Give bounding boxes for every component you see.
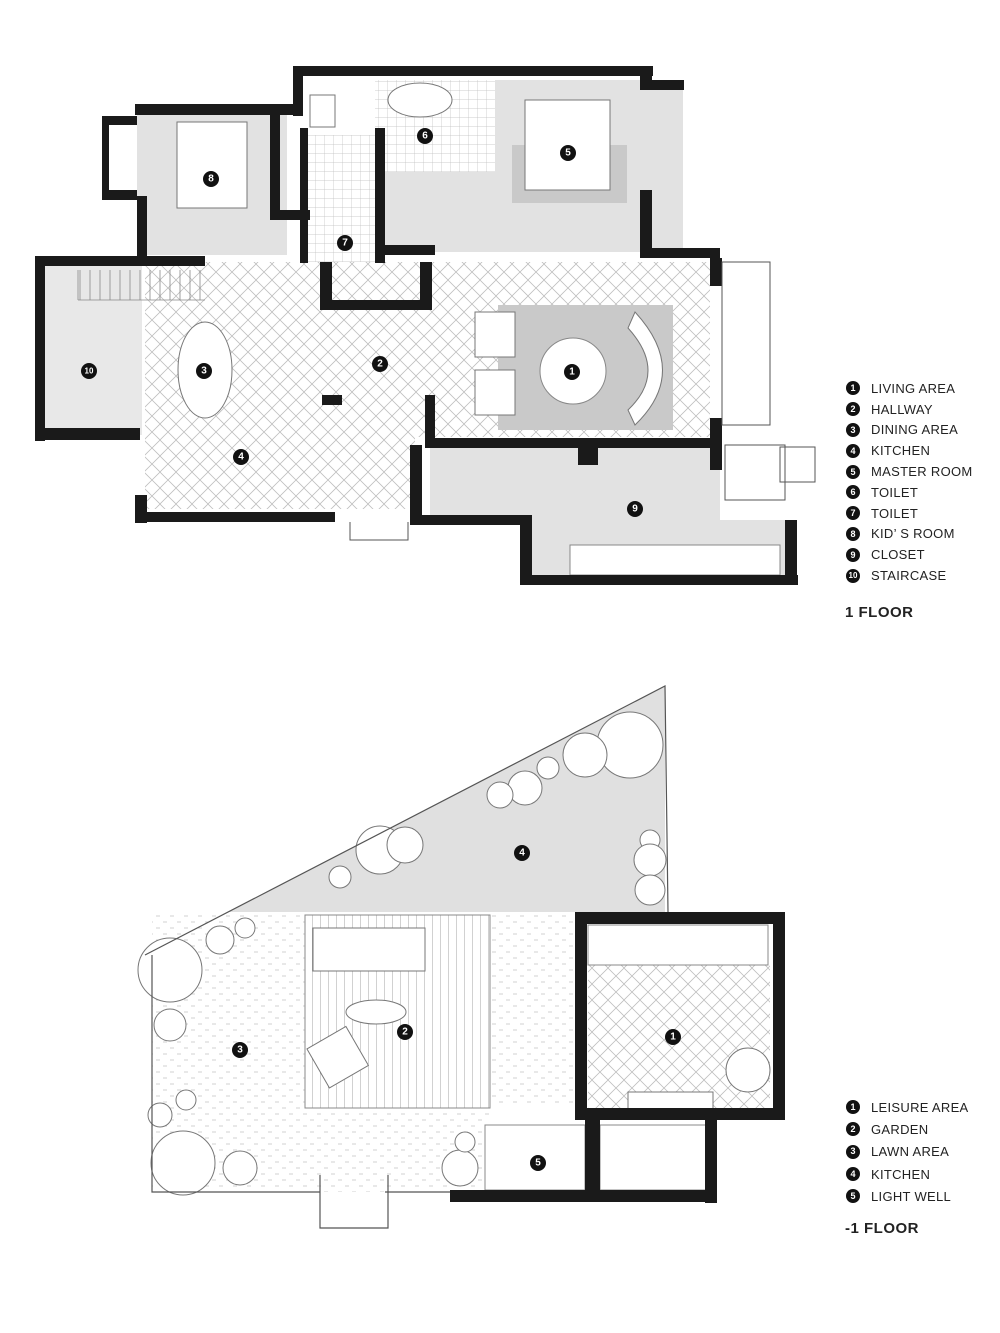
armchair-top — [474, 311, 516, 358]
svg-text:7: 7 — [342, 238, 348, 249]
garden-chair — [306, 1025, 370, 1089]
legend-label: DINING AREA — [871, 422, 959, 438]
floor-minus1-legend: 1 LEISURE AREA 2 GARDEN 3 LAWN AREA 4 KITCHE… — [846, 1096, 969, 1207]
svg-text:3: 3 — [201, 366, 207, 377]
floor1-legend: 1 LIVING AREA 2 HALLWAY 3 DINING AREA 4 KITC… — [846, 378, 973, 586]
legend-item: 10 STAIRCASE — [846, 565, 973, 586]
legend-item: 4 KITCHEN — [846, 1163, 969, 1185]
legend-label: LIVING AREA — [871, 380, 956, 396]
svg-text:3: 3 — [237, 1045, 243, 1056]
master-bed — [524, 99, 611, 191]
legend-item: 3 LAWN AREA — [846, 1141, 969, 1163]
legend-item: 8 KID’ S ROOM — [846, 524, 973, 545]
legend-label: GARDEN — [871, 1121, 929, 1137]
legend-label: KITCHEN — [871, 443, 931, 459]
svg-text:4: 4 — [519, 848, 525, 859]
legend-label: CLOSET — [871, 547, 925, 563]
legend-item: 2 GARDEN — [846, 1118, 969, 1140]
legend-number: 1 — [846, 381, 860, 396]
svg-text:6: 6 — [422, 131, 428, 142]
svg-text:1: 1 — [670, 1032, 676, 1043]
leisure-stairs — [587, 924, 769, 966]
svg-text:5: 5 — [535, 1158, 541, 1169]
svg-text:8: 8 — [208, 174, 214, 185]
bathtub — [387, 82, 453, 118]
floor1-plan: 1 2 3 4 5 6 7 8 9 10 — [35, 66, 816, 585]
legend-item: 4 KITCHEN — [846, 440, 973, 461]
legend-number: 2 — [846, 402, 860, 417]
legend-label: HALLWAY — [871, 401, 933, 417]
svg-text:10: 10 — [85, 367, 94, 376]
legend-number: 4 — [846, 1167, 860, 1182]
curved-sofa — [627, 311, 663, 426]
svg-text:2: 2 — [377, 359, 383, 370]
legend-number: 7 — [846, 506, 860, 521]
garden-trees — [137, 711, 667, 1196]
legend-label: MASTER ROOM — [871, 464, 973, 480]
legend-number: 3 — [846, 1144, 860, 1159]
legend-label: LAWN AREA — [871, 1144, 950, 1160]
floor1-walls — [35, 66, 798, 585]
lawn-floor-right — [490, 912, 580, 1107]
legend-number: 5 — [846, 1189, 860, 1204]
legend-number: 9 — [846, 547, 860, 562]
leisure-chair — [725, 1047, 771, 1093]
legend-item: 5 MASTER ROOM — [846, 461, 973, 482]
floor-minus1-title: -1 FLOOR — [845, 1220, 919, 1237]
svg-text:1: 1 — [569, 367, 575, 378]
floor1-windows — [349, 261, 816, 541]
staircase-floor — [42, 265, 142, 435]
legend-label: KITCHEN — [871, 1166, 931, 1182]
legend-label: TOILET — [871, 484, 919, 500]
svg-text:2: 2 — [402, 1027, 408, 1038]
kids-bed — [176, 121, 248, 209]
closet-floor — [430, 445, 720, 523]
legend-number: 3 — [846, 422, 860, 437]
legend-label: STAIRCASE — [871, 568, 947, 584]
legend-number: 4 — [846, 443, 860, 458]
closet-shelf — [569, 544, 781, 576]
legend-label: KID’ S ROOM — [871, 526, 955, 542]
armchair-bottom — [474, 369, 516, 416]
legend-number: 6 — [846, 485, 860, 500]
staircase-steps — [77, 270, 205, 301]
legend-item: 6 TOILET — [846, 482, 973, 503]
legend-item: 5 LIGHT WELL — [846, 1185, 969, 1207]
floor1-markers: 1 2 3 4 5 6 7 8 9 10 — [81, 128, 643, 517]
legend-number: 2 — [846, 1122, 860, 1137]
floor1-title: 1 FLOOR — [845, 604, 914, 621]
basement-walls — [450, 912, 785, 1203]
svg-text:4: 4 — [238, 452, 244, 463]
legend-number: 10 — [846, 568, 860, 583]
legend-item: 1 LEISURE AREA — [846, 1096, 969, 1118]
basement-markers: 1 2 3 4 5 — [232, 845, 681, 1171]
legend-item: 7 TOILET — [846, 503, 973, 524]
basement-outline — [144, 685, 669, 1229]
svg-text:9: 9 — [632, 504, 638, 515]
legend-label: LIGHT WELL — [871, 1188, 952, 1204]
wc-6 — [309, 94, 336, 128]
svg-text:5: 5 — [565, 148, 571, 159]
legend-number: 1 — [846, 1100, 860, 1115]
legend-label: TOILET — [871, 505, 919, 521]
legend-item: 2 HALLWAY — [846, 399, 973, 420]
floor-minus1-plan: 1 2 3 4 5 — [137, 685, 785, 1229]
legend-number: 5 — [846, 464, 860, 479]
kitchen-herringbone — [145, 437, 415, 509]
garden-table — [345, 999, 407, 1025]
light-well-right — [599, 1124, 711, 1191]
legend-number: 8 — [846, 526, 860, 541]
legend-item: 1 LIVING AREA — [846, 378, 973, 399]
legend-label: LEISURE AREA — [871, 1099, 969, 1115]
legend-item: 3 DINING AREA — [846, 420, 973, 441]
legend-item: 9 CLOSET — [846, 544, 973, 565]
garden-sofa — [312, 927, 426, 972]
